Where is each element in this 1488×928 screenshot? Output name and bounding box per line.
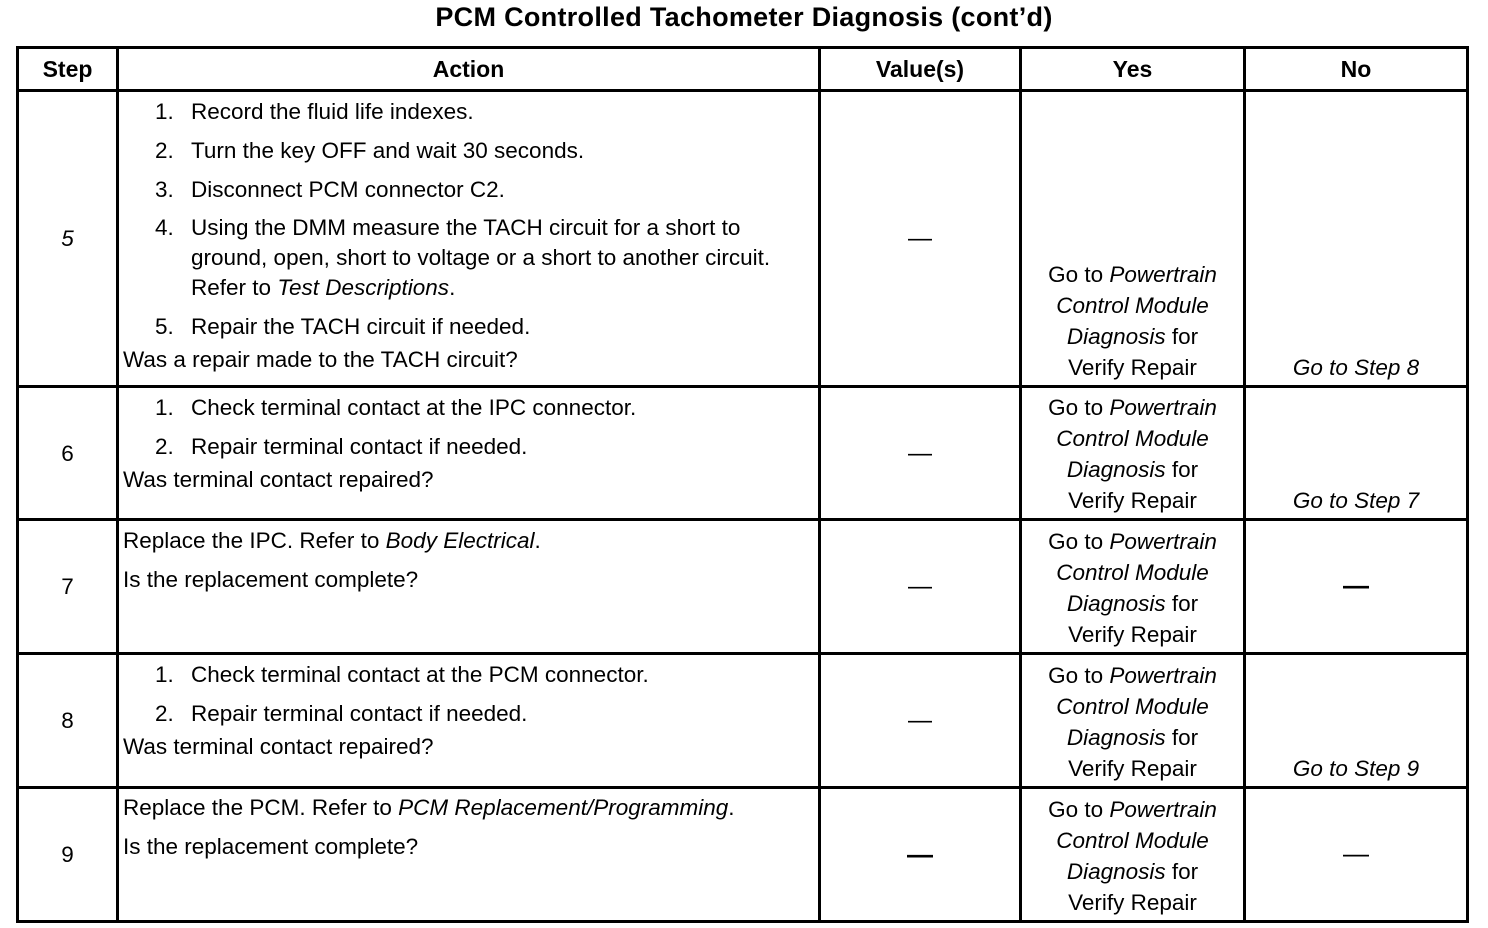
- no-cell: Go to Step 8: [1243, 89, 1469, 388]
- yes-cell: Go to Powertrain Control Module Diagnosi…: [1019, 385, 1246, 521]
- header-no: No: [1243, 46, 1469, 92]
- action-list: 1.Record the fluid life indexes. 2.Turn …: [123, 96, 812, 342]
- action-list: 1.Check terminal contact at the PCM conn…: [123, 659, 812, 729]
- reference-link: Body Electrical: [385, 528, 535, 553]
- diagnosis-table: Step Action Value(s) Yes No 5 1.Record t…: [16, 46, 1469, 923]
- value-cell: —: [818, 518, 1022, 655]
- page-title: PCM Controlled Tachometer Diagnosis (con…: [435, 2, 1053, 32]
- list-item: 1.Record the fluid life indexes.: [155, 99, 474, 124]
- value-cell: —: [818, 385, 1022, 521]
- no-cell: —: [1243, 786, 1469, 923]
- list-item: 2.Repair terminal contact if needed.: [155, 434, 528, 459]
- list-item: 3.Disconnect PCM connector C2.: [155, 177, 505, 202]
- yes-cell: Go to Powertrain Control Module Diagnosi…: [1019, 786, 1246, 923]
- question-text: Was terminal contact repaired?: [123, 734, 434, 759]
- list-item: 5.Repair the TACH circuit if needed.: [155, 314, 531, 339]
- step-number: 6: [16, 385, 119, 521]
- value-cell: —: [818, 786, 1022, 923]
- action-list: 1.Check terminal contact at the IPC conn…: [123, 392, 812, 462]
- table-header-row: Step Action Value(s) Yes No: [16, 46, 1469, 92]
- table-row: 7 Replace the IPC. Refer to Body Electri…: [16, 518, 1469, 655]
- action-paragraph: Replace the PCM. Refer to PCM Replacemen…: [123, 795, 735, 820]
- yes-cell: Go to Powertrain Control Module Diagnosi…: [1019, 89, 1246, 388]
- question-text: Was terminal contact repaired?: [123, 467, 434, 492]
- step-number: 7: [16, 518, 119, 655]
- list-item: 1.Check terminal contact at the PCM conn…: [155, 662, 649, 687]
- reference-link: PCM Replacement/Programming: [398, 795, 729, 820]
- list-item: 1.Check terminal contact at the IPC conn…: [155, 395, 637, 420]
- table-row: 8 1.Check terminal contact at the PCM co…: [16, 652, 1469, 789]
- action-cell: 1.Record the fluid life indexes. 2.Turn …: [116, 89, 821, 388]
- table-row: 5 1.Record the fluid life indexes. 2.Tur…: [16, 89, 1469, 388]
- list-item: 2.Turn the key OFF and wait 30 seconds.: [155, 138, 585, 163]
- header-action: Action: [116, 46, 821, 92]
- yes-cell: Go to Powertrain Control Module Diagnosi…: [1019, 518, 1246, 655]
- question-text: Was a repair made to the TACH circuit?: [123, 347, 518, 372]
- table-row: 9 Replace the PCM. Refer to PCM Replacem…: [16, 786, 1469, 923]
- action-cell: Replace the IPC. Refer to Body Electrica…: [116, 518, 821, 655]
- yes-cell: Go to Powertrain Control Module Diagnosi…: [1019, 652, 1246, 789]
- action-cell: 1.Check terminal contact at the PCM conn…: [116, 652, 821, 789]
- step-number: 8: [16, 652, 119, 789]
- reference-link: Test Descriptions: [277, 275, 450, 300]
- step-number: 9: [16, 786, 119, 923]
- value-cell: —: [818, 652, 1022, 789]
- list-item: 2.Repair terminal contact if needed.: [155, 701, 528, 726]
- question-text: Is the replacement complete?: [123, 834, 419, 859]
- action-cell: 1.Check terminal contact at the IPC conn…: [116, 385, 821, 521]
- action-cell: Replace the PCM. Refer to PCM Replacemen…: [116, 786, 821, 923]
- step-number: 5: [16, 89, 119, 388]
- action-paragraph: Replace the IPC. Refer to Body Electrica…: [123, 528, 541, 553]
- no-cell: —: [1243, 518, 1469, 655]
- header-yes: Yes: [1019, 46, 1246, 92]
- table-row: 6 1.Check terminal contact at the IPC co…: [16, 385, 1469, 521]
- list-item: 4.Using the DMM measure the TACH circuit…: [155, 215, 771, 300]
- question-text: Is the replacement complete?: [123, 567, 419, 592]
- header-values: Value(s): [818, 46, 1022, 92]
- no-cell: Go to Step 9: [1243, 652, 1469, 789]
- value-cell: —: [818, 89, 1022, 388]
- header-step: Step: [16, 46, 119, 92]
- no-cell: Go to Step 7: [1243, 385, 1469, 521]
